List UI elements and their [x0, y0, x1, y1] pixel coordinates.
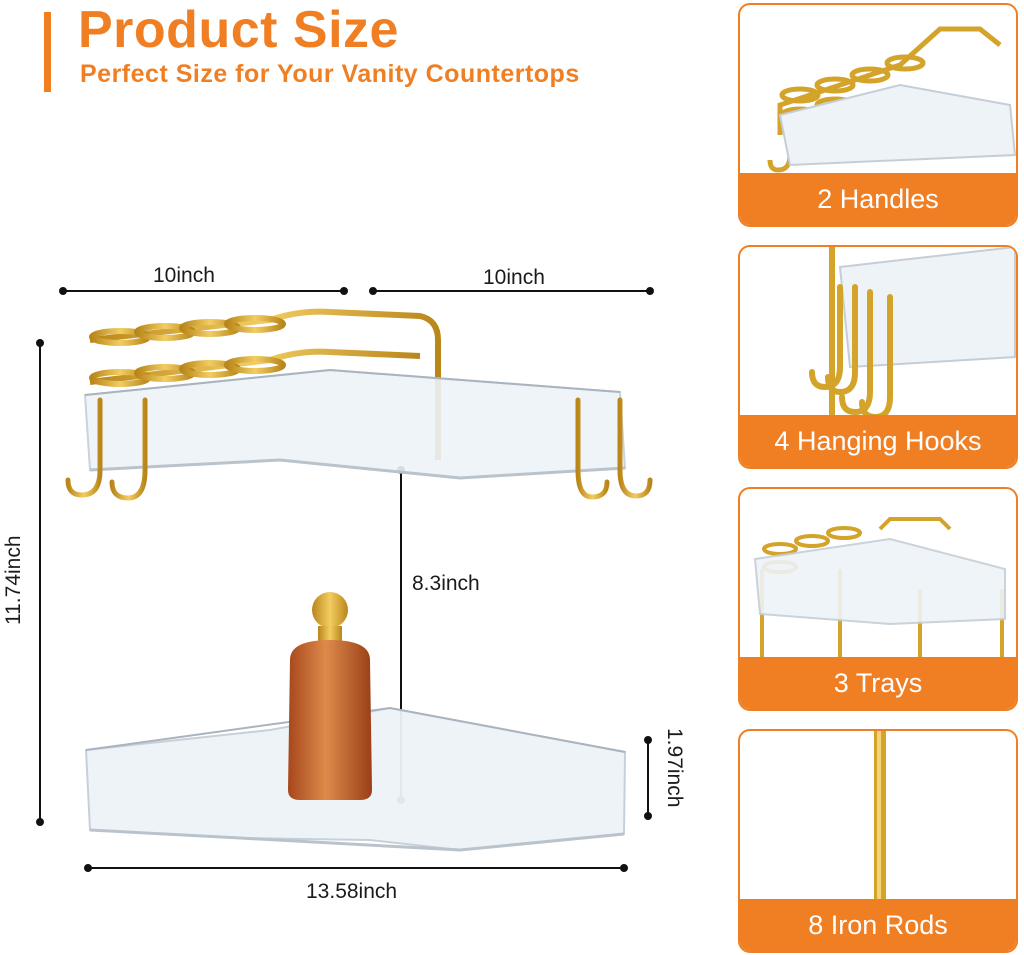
title-accent-bar: [44, 12, 51, 92]
handles-image: [767, 26, 1016, 173]
total-height-label: 11.74inch: [2, 535, 25, 625]
page-title: Product Size: [78, 1, 399, 59]
rods-image: [874, 731, 886, 906]
handles-caption: 2 Handles: [740, 173, 1016, 225]
hooks-label: 4 Hanging Hooks: [774, 425, 982, 456]
feature-card-hooks: 4 Hanging Hooks: [738, 245, 1018, 469]
feature-card-handles: 2 Handles: [738, 3, 1018, 227]
left-depth-label: 10inch: [153, 264, 215, 287]
feature-card-rods: 8 Iron Rods: [738, 729, 1018, 953]
perfume-bottle-image: [288, 592, 372, 800]
right-depth-label: 10inch: [483, 266, 545, 289]
tier-gap-label: 8.3inch: [412, 572, 480, 595]
trays-label: 3 Trays: [833, 667, 923, 698]
product-dimension-illustration: [36, 287, 654, 872]
trays-caption: 3 Trays: [740, 657, 1016, 709]
page-subtitle: Perfect Size for Your Vanity Countertops: [80, 60, 580, 88]
handle-rack: [89, 308, 441, 460]
rods-caption: 8 Iron Rods: [740, 899, 1016, 951]
rods-label: 8 Iron Rods: [808, 909, 948, 940]
handles-label: 2 Handles: [817, 183, 939, 214]
trays-image: [753, 517, 1006, 664]
feature-card-trays: 3 Trays: [738, 487, 1018, 711]
width-label: 13.58inch: [306, 880, 398, 903]
upper-tray: [83, 368, 627, 480]
tray-height-label: 1.97inch: [663, 728, 686, 808]
hooks-caption: 4 Hanging Hooks: [740, 415, 1016, 467]
hooks: [65, 397, 653, 501]
